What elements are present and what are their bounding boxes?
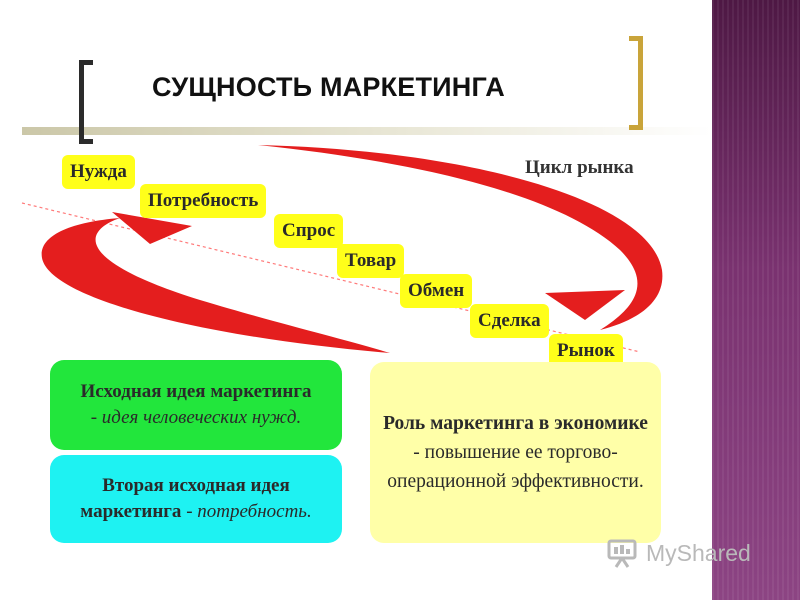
step-deal: Сделка [470, 304, 549, 338]
page-title: СУЩНОСТЬ МАРКЕТИНГА [152, 72, 505, 102]
role-text: - повышение ее торгово-операционной эффе… [387, 442, 644, 492]
second-idea-box: Вторая исходная идея маркетинга - потреб… [50, 455, 342, 543]
first-idea-heading: Исходная идея маркетинга [80, 381, 312, 402]
right-bracket-icon [629, 36, 643, 130]
first-idea-box: Исходная идея маркетинга - идея человече… [50, 360, 342, 450]
role-heading: Роль маркетинга в экономике [383, 413, 648, 434]
title-underline [22, 127, 712, 135]
right-arrow-head [545, 290, 625, 320]
watermark-text: MyShared [646, 539, 751, 566]
cycle-label: Цикл рынка [525, 157, 634, 178]
watermark: MyShared [606, 536, 751, 570]
role-box: Роль маркетинга в экономике - повышение … [370, 362, 661, 543]
step-want: Потребность [140, 184, 267, 218]
second-idea-heading: Вторая исходная идея маркетинга [80, 475, 290, 522]
first-idea-text: - идея человеческих нужд. [90, 407, 302, 428]
left-arrow-head [112, 212, 192, 244]
presentation-board-icon [607, 539, 637, 568]
second-idea-text: - потребность. [181, 501, 312, 522]
step-product: Товар [337, 244, 405, 278]
step-exchange: Обмен [400, 274, 473, 308]
step-demand: Спрос [274, 214, 344, 248]
left-bracket-icon [79, 60, 93, 144]
lower-arc-arrow [41, 218, 390, 353]
step-need: Нужда [62, 155, 135, 189]
decorative-side-bar [712, 0, 800, 600]
